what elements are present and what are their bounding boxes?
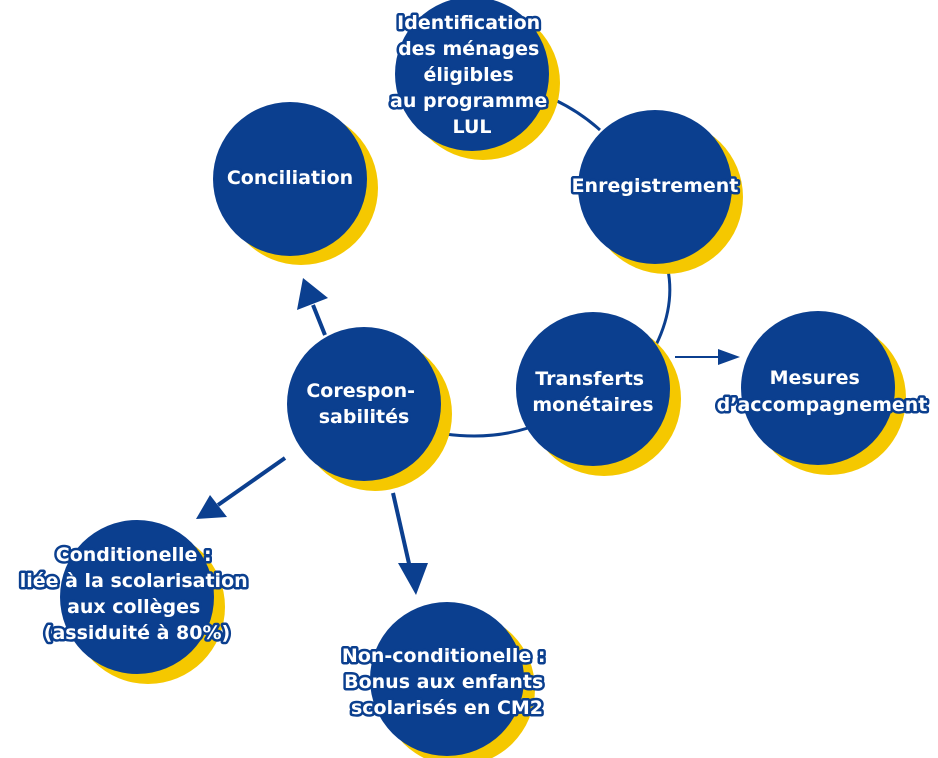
connector-identification-enregistrement: [554, 98, 602, 132]
node-enregistrement: Enregistrement: [569, 110, 743, 274]
node-label: Conditionelle : liée à la scolarisation …: [20, 544, 255, 644]
node-label: Enregistrement: [572, 175, 739, 197]
node-label: Transferts monétaires: [532, 368, 653, 416]
node-label: Corespon- sabilités: [306, 380, 421, 428]
node-circle: [370, 602, 524, 756]
node-label: Identification des ménages éligibles au …: [390, 12, 554, 138]
node-mesures: Mesures d’accompagnement: [714, 311, 930, 475]
node-circle: [213, 102, 367, 256]
node-nonconditionelle: Non-conditionelle : Bonus aux enfants sc…: [339, 602, 552, 758]
node-circle: [287, 327, 441, 481]
node-label: Non-conditionelle : Bonus aux enfants sc…: [342, 645, 552, 719]
node-identification: Identification des ménages éligibles au …: [388, 0, 560, 160]
node-circle: [516, 312, 670, 466]
arrow-to-mesures: [675, 349, 740, 365]
node-conditionelle: Conditionelle : liée à la scolarisation …: [17, 520, 255, 684]
arrow-to-nonconditionelle: [391, 492, 428, 595]
node-circle: [741, 311, 895, 465]
node-corespon: Corespon- sabilités: [287, 327, 452, 491]
arrows: [196, 278, 740, 595]
node-circle: [60, 520, 214, 674]
node-conciliation: Conciliation: [213, 102, 378, 265]
arrow-to-conciliation: [297, 278, 328, 336]
connector-transferts-corespon: [444, 426, 529, 438]
node-label: Mesures d’accompagnement: [717, 367, 928, 416]
node-circle: [395, 0, 549, 151]
node-label: Conciliation: [227, 167, 353, 189]
node-circle: [578, 110, 732, 264]
node-transferts: Transferts monétaires: [516, 312, 681, 476]
arrow-to-conditionelle: [196, 456, 287, 519]
